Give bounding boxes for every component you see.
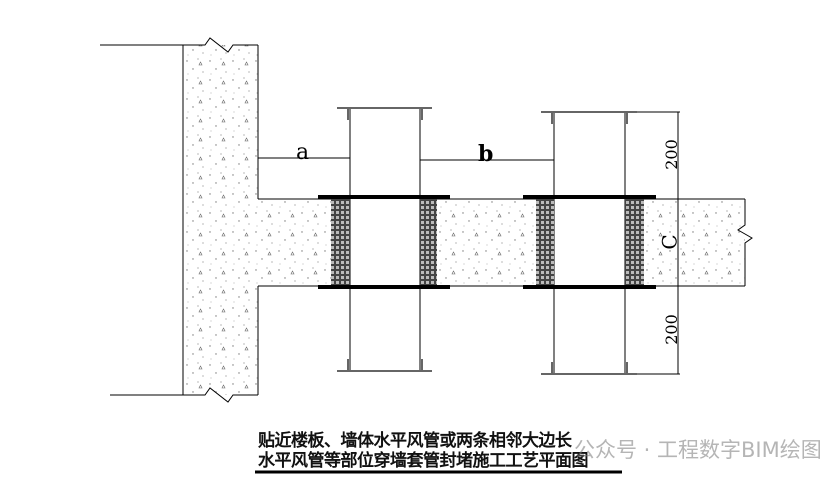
- dimension-bottom: 200: [661, 314, 681, 345]
- title-line-1: 贴近楼板、墙体水平风管或两条相邻大边长: [258, 431, 572, 451]
- duct-2: [523, 111, 656, 375]
- sealant-fill: [420, 199, 437, 286]
- watermark: 公众号 · 工程数字BIM绘图: [574, 438, 820, 462]
- duct-1: [318, 107, 450, 372]
- wall-column: [100, 37, 259, 403]
- label-a: a: [296, 140, 310, 165]
- sleeve-bottom: [523, 285, 656, 289]
- title-line-2: 水平风管等部位穿墙套管封堵施工工艺平面图: [258, 451, 589, 471]
- label-b: b: [478, 141, 494, 167]
- sealant-fill: [536, 199, 554, 286]
- sleeve-bottom: [318, 285, 450, 289]
- sleeve-top: [318, 195, 450, 199]
- dimension-top: 200: [661, 139, 681, 170]
- sealant-fill: [625, 199, 644, 286]
- sealant-fill: [331, 199, 350, 286]
- dimension-lines: [257, 111, 680, 375]
- label-c: C: [657, 234, 682, 250]
- sleeve-top: [523, 195, 656, 199]
